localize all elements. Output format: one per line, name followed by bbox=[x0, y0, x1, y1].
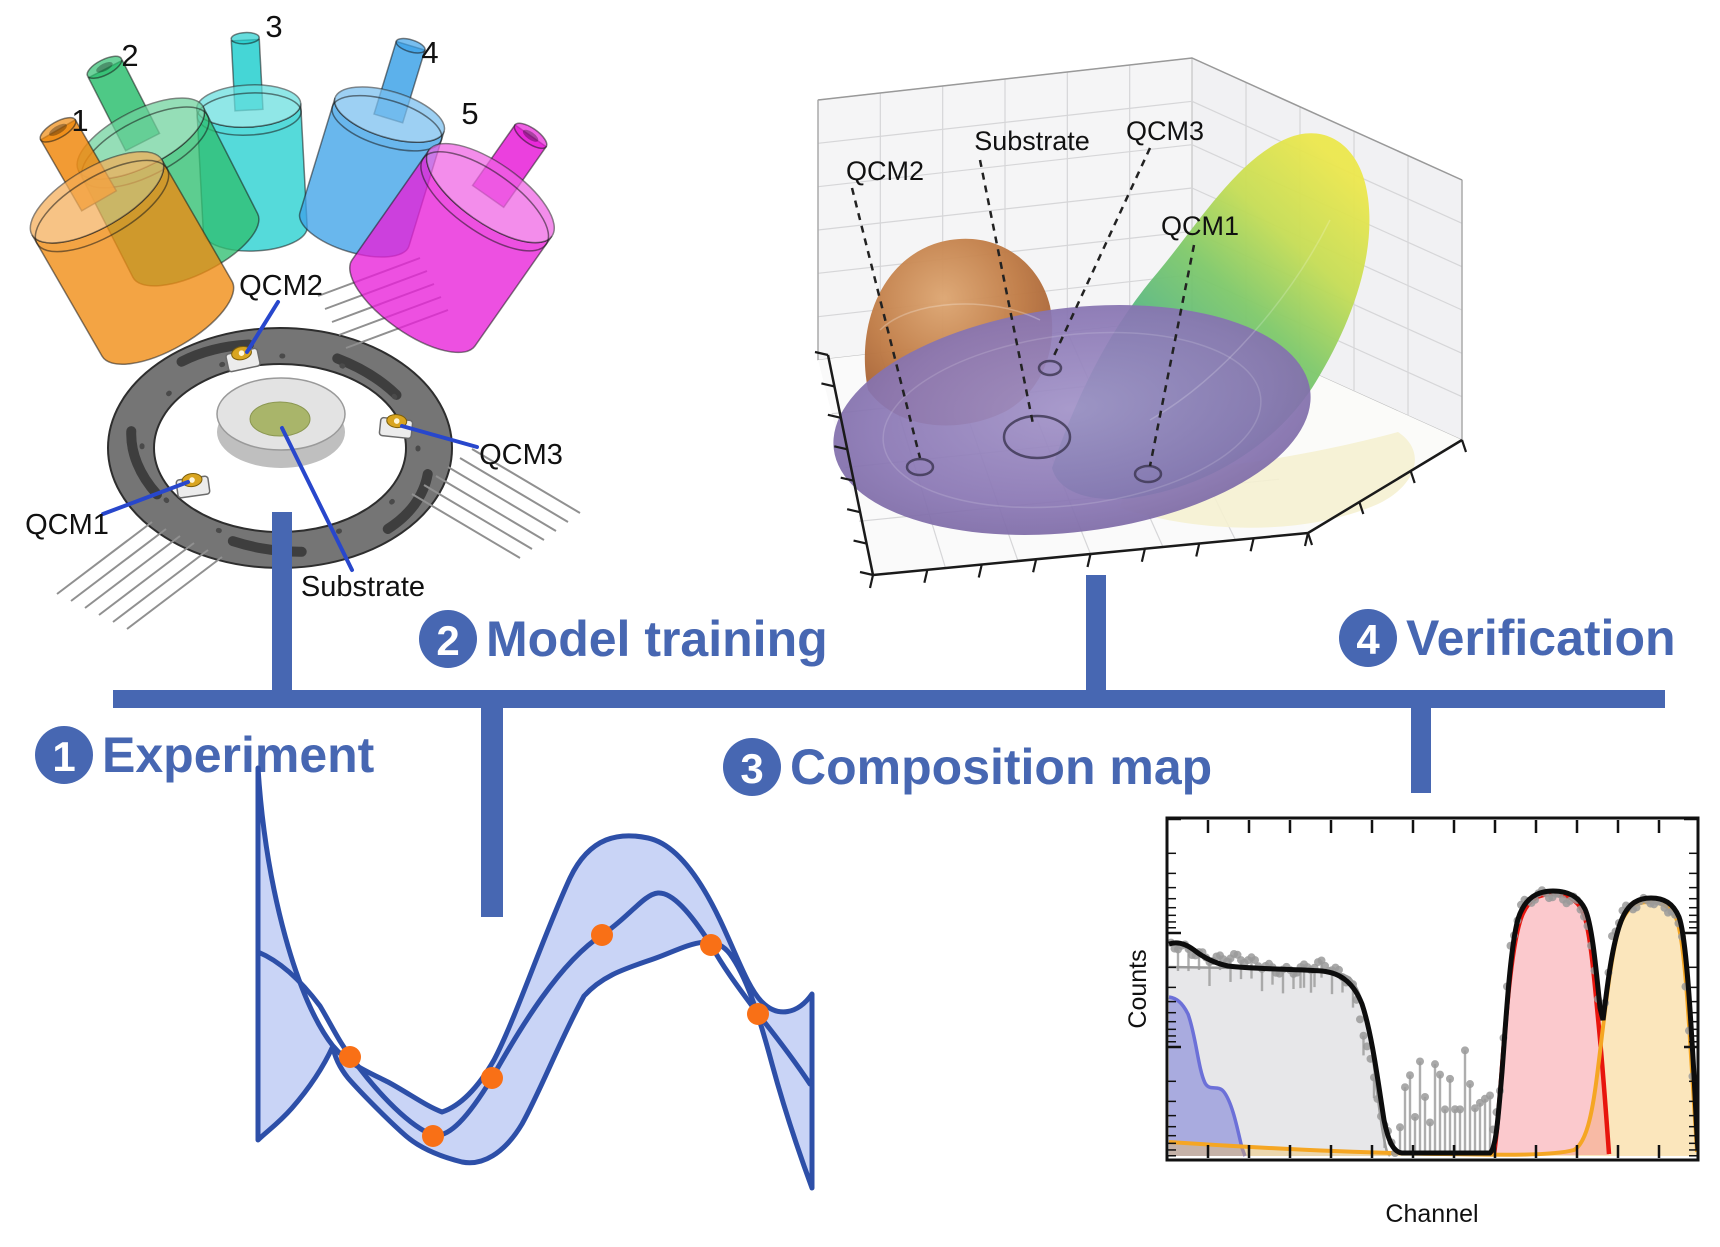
gp-point bbox=[481, 1067, 503, 1089]
step-1-label: Experiment bbox=[102, 727, 375, 783]
orange-component-fill bbox=[1169, 902, 1697, 1156]
gp-regression-figure bbox=[255, 765, 815, 1191]
source-label-4: 4 bbox=[421, 35, 438, 70]
step-4-verification: 4 Verification bbox=[1339, 609, 1676, 667]
flowchart: 1 Experiment 2 Model training 3 Composit… bbox=[35, 512, 1676, 917]
gp-point bbox=[422, 1125, 444, 1147]
step-1-badge bbox=[35, 726, 93, 784]
qcm3-label: QCM3 bbox=[479, 439, 563, 471]
substrate-sample bbox=[249, 401, 311, 437]
step-4-badge bbox=[1339, 609, 1397, 667]
step-4-label: Verification bbox=[1406, 610, 1676, 666]
step-2-label: Model training bbox=[486, 611, 828, 667]
step-1-number: 1 bbox=[52, 733, 75, 780]
surface-purple-basin bbox=[833, 305, 1311, 535]
floor-axis-ticks bbox=[814, 350, 1468, 589]
surface-annotation-lines bbox=[850, 147, 1196, 467]
source-label-3: 3 bbox=[265, 9, 282, 44]
blue-component-line bbox=[1168, 995, 1247, 1157]
experiment-setup-figure: 1 2 3 4 5 QCM2 QCM1 QCM3 Substrate bbox=[25, 9, 581, 630]
spectrum-axis-ticks bbox=[1168, 817, 1697, 1158]
connector-verification bbox=[1411, 706, 1431, 793]
step-2-model-training: 2 Model training bbox=[419, 610, 828, 668]
floor-axis-spines bbox=[826, 354, 1463, 577]
annotation-pointer-lines bbox=[101, 300, 479, 572]
blue-component-fill bbox=[1169, 997, 1245, 1156]
spectrum-curves bbox=[1168, 886, 1697, 1158]
step-3-composition-map: 3 Composition map bbox=[723, 738, 1212, 796]
connector-experiment bbox=[272, 512, 292, 692]
source-cylinder-5 bbox=[349, 122, 555, 354]
step-4-number: 4 bbox=[1356, 616, 1380, 663]
substrate-position-circle bbox=[1002, 414, 1072, 460]
qcm1-position-circle bbox=[1133, 464, 1163, 484]
spectrum-frame bbox=[1165, 816, 1700, 1162]
surface-qcm3-label: QCM3 bbox=[1126, 116, 1204, 146]
connector-composition-map bbox=[1086, 575, 1106, 692]
gp-point bbox=[339, 1046, 361, 1068]
red-component-fill bbox=[1494, 894, 1609, 1155]
spectrum-figure: Counts Channel bbox=[1124, 816, 1700, 1228]
flowchart-bar bbox=[113, 690, 1665, 708]
source-label-5: 5 bbox=[461, 96, 478, 131]
gp-point bbox=[747, 1003, 769, 1025]
gp-point bbox=[591, 924, 613, 946]
source-cylinder-1 bbox=[29, 116, 235, 365]
surface-plot-figure: QCM2 Substrate QCM3 QCM1 bbox=[814, 57, 1468, 589]
surface-qcm2-label: QCM2 bbox=[846, 156, 924, 186]
qcm2-position-circle bbox=[905, 457, 935, 477]
total-fit-line bbox=[1168, 888, 1697, 1156]
step-1-experiment: 1 Experiment bbox=[35, 726, 375, 784]
spectrum-x-label: Channel bbox=[1385, 1200, 1478, 1228]
surface-substrate-label: Substrate bbox=[974, 126, 1090, 156]
source-cylinder-3 bbox=[196, 31, 308, 252]
step-2-number: 2 bbox=[436, 617, 459, 664]
surface-qcm1-label: QCM1 bbox=[1161, 211, 1239, 241]
qcm1-label: QCM1 bbox=[25, 509, 109, 541]
step-3-label: Composition map bbox=[790, 739, 1212, 795]
connector-model-training bbox=[481, 706, 503, 917]
substrate-disc bbox=[216, 377, 346, 468]
substrate-label: Substrate bbox=[301, 571, 425, 603]
ring-slots bbox=[126, 339, 434, 557]
gp-training-points bbox=[339, 924, 769, 1147]
step-3-badge bbox=[723, 738, 781, 796]
source-label-1: 1 bbox=[71, 103, 88, 138]
spectrum-y-label: Counts bbox=[1124, 949, 1152, 1028]
step-2-badge bbox=[419, 610, 477, 668]
qcm3-position-circle bbox=[1037, 359, 1063, 377]
source-label-2: 2 bbox=[121, 38, 138, 73]
qcm2-label: QCM2 bbox=[239, 270, 323, 302]
step-3-number: 3 bbox=[740, 745, 763, 792]
gp-point bbox=[700, 934, 722, 956]
gp-confidence-band bbox=[255, 765, 815, 1191]
gp-mean-curve bbox=[255, 890, 813, 1138]
